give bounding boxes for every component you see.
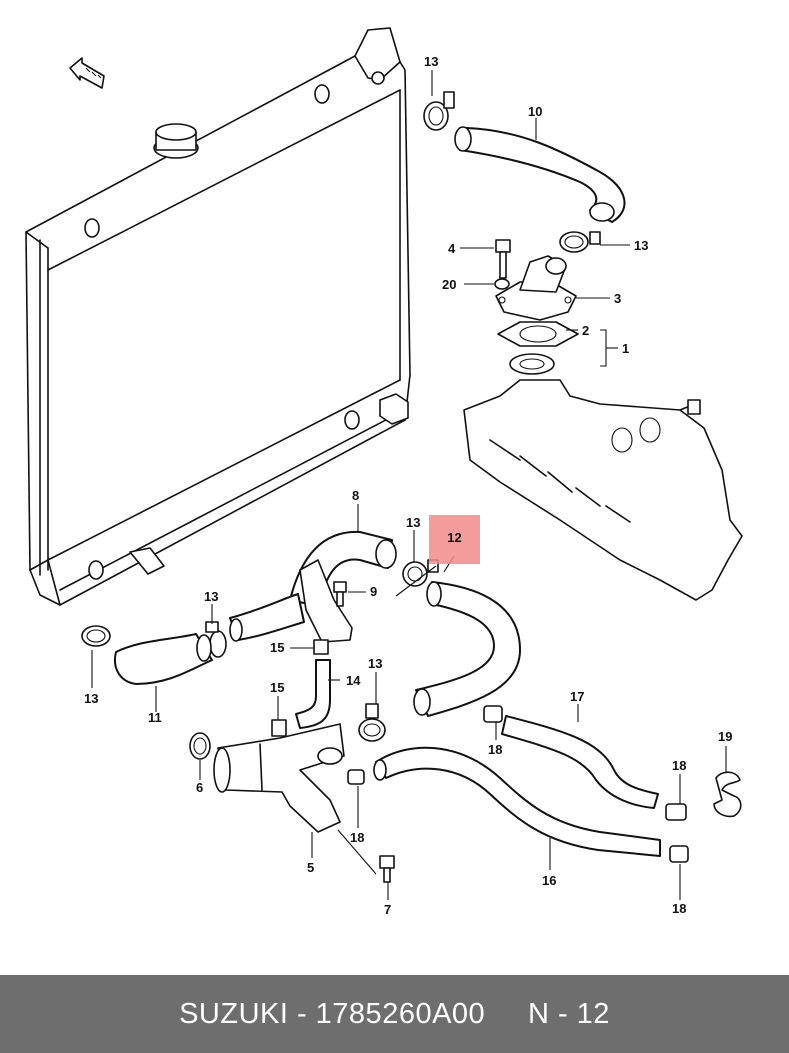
callout-3: 3 bbox=[614, 291, 621, 306]
callout-13: 13 bbox=[368, 656, 382, 671]
callout-15: 15 bbox=[270, 640, 284, 655]
clamp-18c bbox=[665, 803, 687, 821]
bolt-7 bbox=[379, 855, 395, 883]
callout-15: 15 bbox=[270, 680, 284, 695]
clamp-13-top bbox=[423, 91, 455, 131]
gasket-2 bbox=[497, 321, 579, 347]
gasket-6 bbox=[189, 732, 211, 760]
clamp-15 bbox=[271, 719, 287, 737]
callout-18: 18 bbox=[488, 742, 502, 757]
plug-15 bbox=[313, 639, 329, 655]
hose-10 bbox=[454, 126, 626, 223]
footer-bar: SUZUKI - 1785260A00 N - 12 bbox=[0, 975, 789, 1053]
clamp-13-housing bbox=[559, 231, 601, 253]
radiator bbox=[25, 27, 411, 606]
callout-12-highlighted: 12 bbox=[447, 530, 462, 545]
callout-14: 14 bbox=[346, 673, 361, 688]
thermostat bbox=[509, 353, 555, 375]
hose-11 bbox=[114, 633, 213, 685]
callout-13: 13 bbox=[406, 515, 420, 530]
callout-16: 16 bbox=[542, 873, 556, 888]
hose-12 bbox=[413, 581, 521, 717]
clamp-18b bbox=[347, 769, 365, 785]
hose-16 bbox=[373, 746, 661, 857]
clamp-13-lower bbox=[358, 703, 386, 742]
callout-11: 11 bbox=[148, 710, 162, 725]
callout-1: 1 bbox=[622, 341, 629, 356]
clip-19 bbox=[713, 771, 742, 818]
callout-18: 18 bbox=[672, 758, 686, 773]
callout-20: 20 bbox=[442, 277, 456, 292]
clamp-18a bbox=[483, 705, 503, 723]
leader-lines bbox=[91, 70, 727, 900]
callout-10: 10 bbox=[528, 104, 542, 119]
callout-4: 4 bbox=[448, 241, 456, 256]
callout-7: 7 bbox=[384, 902, 391, 917]
callout-9: 9 bbox=[370, 584, 377, 599]
clamp-18d bbox=[669, 845, 689, 863]
bracket bbox=[299, 559, 353, 643]
part-number-label: SUZUKI - 1785260A00 N - 12 bbox=[179, 997, 610, 1030]
bolt-9 bbox=[333, 581, 347, 607]
intake-manifold bbox=[463, 379, 743, 601]
hose-17 bbox=[501, 715, 659, 809]
callout-13: 13 bbox=[204, 589, 218, 604]
callout-13: 13 bbox=[424, 54, 438, 69]
washer-20 bbox=[494, 278, 510, 290]
clamp-13-left bbox=[81, 625, 111, 647]
hose-14 bbox=[295, 659, 331, 729]
callout-5: 5 bbox=[307, 860, 314, 875]
callout-2: 2 bbox=[582, 323, 589, 338]
thermostat-housing-3 bbox=[495, 255, 577, 321]
callout-18: 18 bbox=[672, 901, 686, 916]
inlet-pipe-5 bbox=[213, 723, 345, 833]
highlight-box bbox=[429, 515, 480, 564]
callout-13: 13 bbox=[634, 238, 648, 253]
callout-8: 8 bbox=[352, 488, 359, 503]
callout-6: 6 bbox=[196, 780, 203, 795]
callout-13: 13 bbox=[84, 691, 98, 706]
parts-diagram: 13 10 4 13 20 3 2 1 8 13 9 13 15 13 14 1… bbox=[25, 27, 743, 917]
callout-19: 19 bbox=[718, 729, 732, 744]
bolt-4 bbox=[495, 239, 511, 279]
callout-17: 17 bbox=[570, 689, 584, 704]
front-arrow-icon bbox=[69, 57, 105, 89]
callout-18: 18 bbox=[350, 830, 364, 845]
